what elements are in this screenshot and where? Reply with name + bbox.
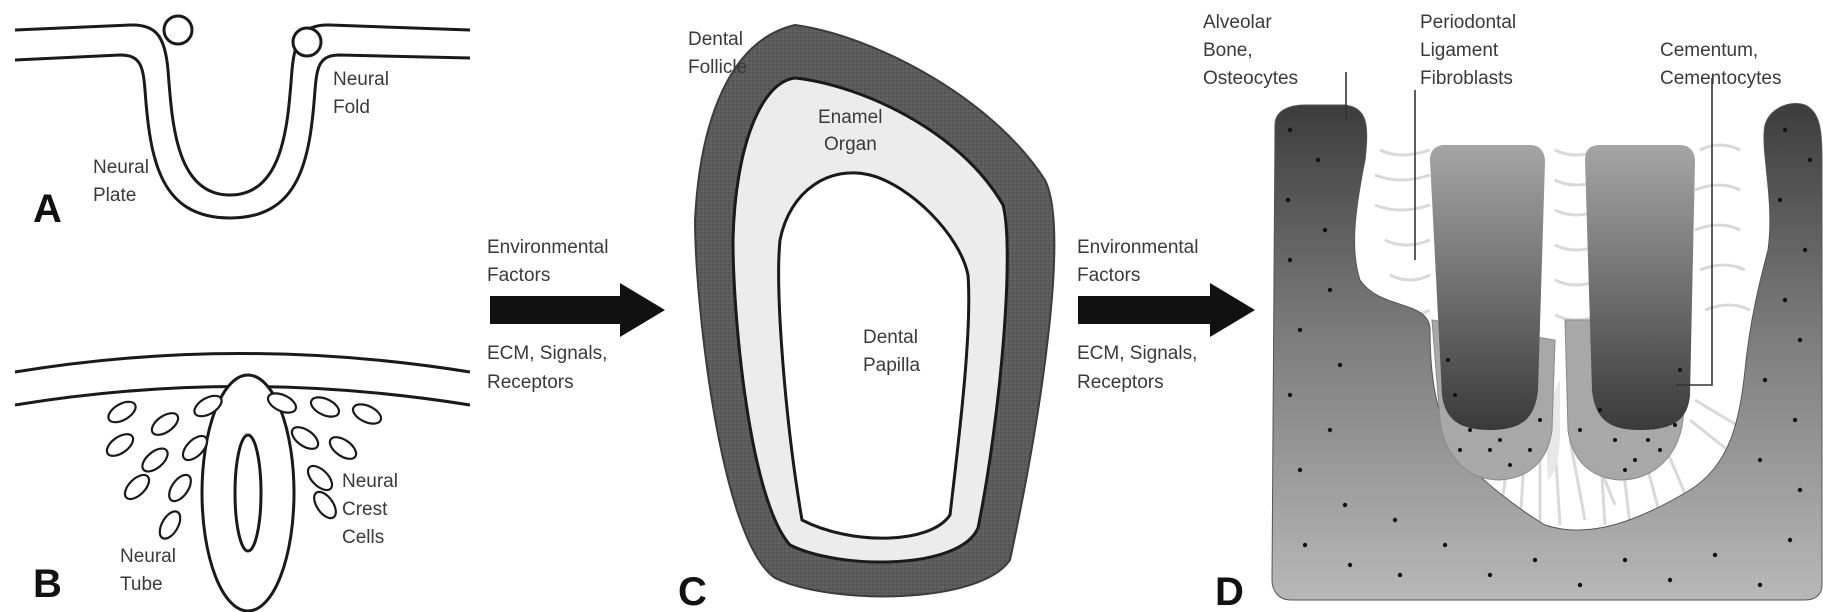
neural-fold-left-circle — [164, 16, 192, 44]
crest-cell — [350, 400, 384, 427]
neural-crest-label-line1: Neural — [342, 471, 398, 492]
alveolar-bone-label-line3: Osteocytes — [1203, 68, 1298, 89]
neural-fold-label-line2: Fold — [333, 97, 370, 118]
crest-cell — [304, 462, 337, 495]
panel-a-letter: A — [33, 187, 62, 231]
arrow2-top-line2: Factors — [1077, 265, 1140, 286]
crest-cell — [138, 444, 171, 476]
alveolar-bone-label-line1: Alveolar — [1203, 12, 1272, 33]
crest-cell — [156, 508, 185, 542]
arrow2-bottom-line1: ECM, Signals, — [1077, 343, 1197, 364]
dental-papilla-label-line2: Papilla — [863, 355, 920, 376]
dental-papilla-label-line1: Dental — [863, 327, 918, 348]
arrow1-shape — [490, 283, 665, 337]
panel-b-letter: B — [33, 562, 62, 606]
crest-cell — [103, 430, 137, 460]
neural-plate-label-line1: Neural — [93, 157, 149, 178]
panel-a: Neural Fold Neural Plate A — [15, 16, 470, 231]
panel-c-letter: C — [678, 570, 707, 612]
transition-arrow-1: Environmental Factors ECM, Signals, Rece… — [487, 237, 665, 393]
panel-b: Neural Crest Cells Neural Tube B — [15, 354, 470, 612]
crest-cell — [121, 471, 154, 504]
dental-follicle-label-line2: Follicle — [688, 57, 747, 78]
crest-cell — [148, 409, 182, 439]
alveolar-bone-label-line2: Bone, — [1203, 40, 1253, 61]
enamel-organ-label-line2: Organ — [824, 134, 877, 155]
arrow2-shape — [1078, 283, 1255, 337]
panel-d-letter: D — [1215, 570, 1244, 612]
periodontal-ligament-label-line1: Periodontal — [1420, 12, 1516, 33]
periodontal-ligament-label-line3: Fibroblasts — [1420, 68, 1513, 89]
arrow1-top-line2: Factors — [487, 265, 550, 286]
crest-cell — [288, 423, 322, 453]
neural-tube-label-line1: Neural — [120, 546, 176, 567]
root-right — [1585, 145, 1695, 430]
crest-cell — [308, 393, 342, 420]
cementum-label-line1: Cementum, — [1660, 40, 1758, 61]
transition-arrow-2: Environmental Factors ECM, Signals, Rece… — [1077, 237, 1255, 393]
neural-plate-upper-outline — [15, 25, 470, 195]
arrow1-bottom-line2: Receptors — [487, 372, 574, 393]
panel-c: Dental Follicle Enamel Organ Dental Papi… — [678, 25, 1054, 612]
arrow1-top-line1: Environmental — [487, 237, 608, 258]
enamel-organ-label-line1: Enamel — [818, 107, 882, 128]
neural-tube-lumen — [235, 435, 261, 551]
arrow1-bottom-line1: ECM, Signals, — [487, 343, 607, 364]
crest-cell — [310, 488, 340, 522]
neural-fold-label-line1: Neural — [333, 69, 389, 90]
periodontal-ligament-label-line2: Ligament — [1420, 40, 1499, 61]
neural-plate-label-line2: Plate — [93, 185, 136, 206]
dental-follicle-label-line1: Dental — [688, 29, 743, 50]
neural-tube-label-line2: Tube — [120, 574, 163, 595]
neural-crest-label-line3: Cells — [342, 527, 384, 548]
crest-cell — [105, 398, 139, 427]
neural-crest-label-line2: Crest — [342, 499, 388, 520]
arrow2-bottom-line2: Receptors — [1077, 372, 1164, 393]
cementum-label-line2: Cementocytes — [1660, 68, 1781, 89]
neural-fold-right-circle — [293, 28, 321, 56]
surface-ectoderm-upper — [15, 354, 470, 373]
crest-cell — [165, 471, 195, 505]
arrow2-top-line1: Environmental — [1077, 237, 1198, 258]
root-left — [1430, 145, 1545, 430]
panel-d: Alveolar Bone, Osteocytes Periodontal Li… — [1203, 12, 1822, 612]
crest-cell — [326, 433, 360, 463]
